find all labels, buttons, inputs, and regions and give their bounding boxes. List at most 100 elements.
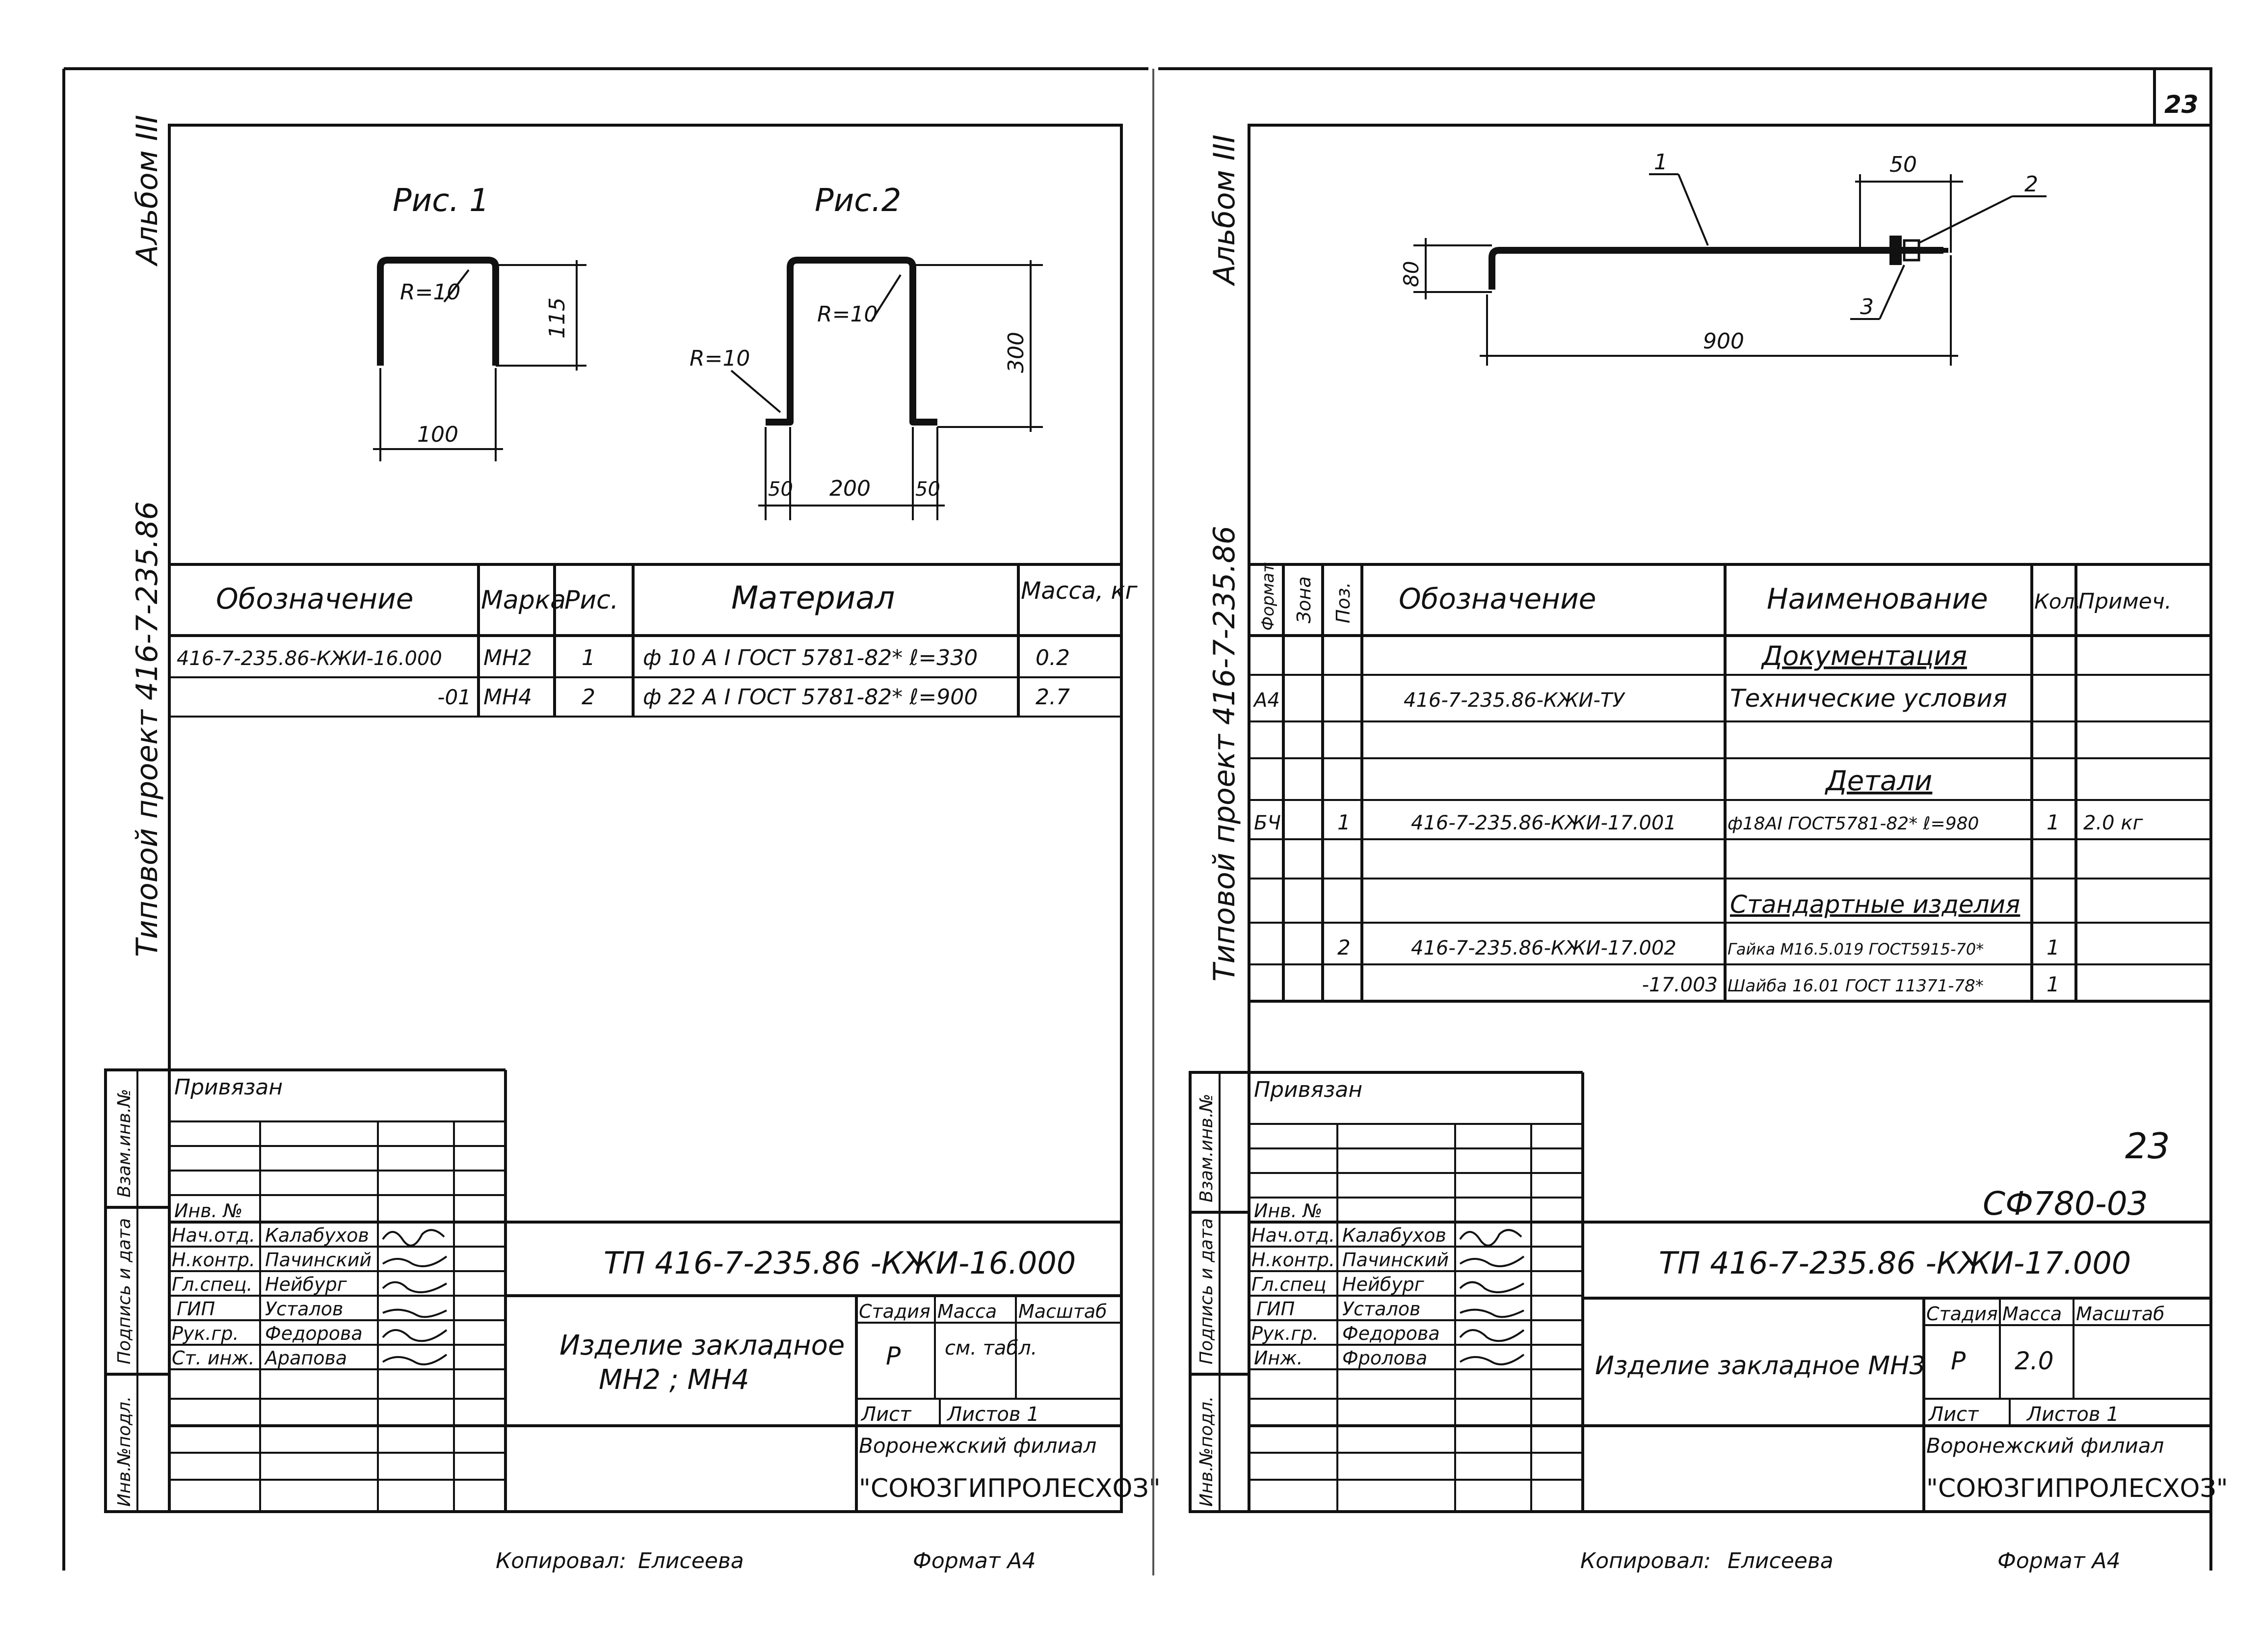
cf-code: СФ780-03: [1983, 1185, 2148, 1223]
privyazan-label: Привязан: [1254, 1077, 1362, 1102]
side-label: Подпись и дата: [1196, 1218, 1217, 1364]
cell-designation: -01: [437, 685, 471, 709]
cell-fig: 1: [582, 645, 595, 670]
cell-mass: 2.7: [1036, 685, 1070, 710]
cell-fig: 2: [582, 685, 595, 710]
album-label: Альбом III: [130, 115, 164, 267]
cell-material: ф 22 А I ГОСТ 5781-82* ℓ=900: [643, 685, 978, 710]
fig1-bracket: [377, 257, 499, 366]
person-name: Арапова: [264, 1347, 347, 1369]
fig2-height: 300: [1004, 332, 1029, 373]
role: ГИП: [1256, 1298, 1295, 1320]
org-name: Воронежский филиал: [1926, 1434, 2164, 1458]
th-designation: Обозначение: [216, 582, 413, 615]
copier-name: Елисеева: [638, 1548, 744, 1573]
role: Н.контр.: [1251, 1249, 1335, 1271]
fig2-bracket: [766, 257, 937, 426]
role: ГИП: [177, 1298, 215, 1320]
th-pos: Поз.: [1332, 582, 1354, 623]
format-label: Формат А4: [913, 1548, 1036, 1573]
th-designation: Обозначение: [1399, 582, 1596, 615]
left-page: Альбом III Типовой проект 416-7-235.86 Р…: [62, 67, 1161, 1573]
person-name: Усталов: [1342, 1298, 1420, 1320]
inv-label: Инв. №: [174, 1200, 242, 1222]
right-title-block: Привязан 23 СФ780-03 Инв. № Нач.отд.: [1249, 1071, 2228, 1512]
signatures: [1459, 1229, 1525, 1365]
cell-mark: МН4: [483, 685, 532, 710]
fig1-title: Рис. 1: [393, 183, 489, 219]
person-name: Нейбург: [1342, 1274, 1425, 1295]
inv-label: Инв. №: [1254, 1200, 1322, 1222]
callout-3: 3: [1860, 294, 1874, 320]
project-label: Типовой проект 416-7-235.86: [1207, 526, 1242, 982]
th-note: Примеч.: [2078, 589, 2172, 614]
rod-drawing: 1 2 3 50 80 900: [1399, 150, 2047, 366]
stage-value: Р: [886, 1342, 901, 1370]
cell-name: Технические условия: [1730, 684, 2007, 713]
scale-label: Масштаб: [2076, 1303, 2165, 1325]
signatures: [382, 1229, 448, 1365]
copied-label: Копировал:: [496, 1548, 626, 1573]
th-material: Материал: [731, 580, 895, 616]
copied-label: Копировал:: [1580, 1548, 1711, 1573]
mass-label: Масса: [937, 1301, 997, 1322]
cell-designation: 416-7-235.86-КЖИ-16.000: [177, 647, 442, 670]
cell-mass: 0.2: [1036, 645, 1070, 670]
section-details: Детали: [1824, 765, 1932, 797]
dim-length: 900: [1703, 329, 1744, 354]
cell-qty: 1: [2047, 972, 2060, 996]
role: Инж.: [1254, 1347, 1303, 1369]
mass-value: см. табл.: [945, 1337, 1037, 1359]
scale-label: Масштаб: [1018, 1301, 1107, 1322]
fig1-width: 100: [417, 422, 458, 447]
th-name: Наименование: [1767, 582, 1988, 615]
doc-code: ТП 416-7-235.86 -КЖИ-16.000: [604, 1245, 1076, 1281]
dim-left: 80: [1399, 261, 1423, 287]
person-name: Калабухов: [1342, 1225, 1446, 1246]
person-name: Нейбург: [265, 1274, 347, 1295]
cell-format: БЧ: [1254, 812, 1281, 834]
role: Гл.спец.: [172, 1274, 253, 1295]
th-qty: Кол.: [2034, 589, 2081, 613]
left-spec-table: Обозначение Марка Рис. Материал Масса, к…: [169, 563, 1138, 718]
org-name-2: "СОЮЗГИПРОЛЕСХОЗ": [859, 1474, 1161, 1503]
fig2-title: Рис.2: [815, 183, 901, 219]
role: Рук.гр.: [172, 1323, 239, 1344]
role: Гл.спец: [1251, 1274, 1327, 1295]
project-label: Типовой проект 416-7-235.86: [130, 501, 164, 957]
fig2-radius-bottom: R=10: [690, 346, 750, 371]
cell-qty: 1: [2047, 935, 2060, 959]
mass-label: Масса: [2002, 1303, 2062, 1325]
cell-name: ф18АI ГОСТ5781-82* ℓ=980: [1728, 814, 1979, 834]
person-name: Пачинский: [1342, 1249, 1449, 1271]
mass-value: 2.0: [2015, 1347, 2054, 1375]
privyazan-label: Привязан: [174, 1075, 283, 1100]
role: Нач.отд.: [1251, 1225, 1335, 1246]
stage-value: Р: [1951, 1347, 1966, 1375]
th-mark: Марка: [481, 586, 566, 615]
sheet-label: Лист: [1928, 1403, 1979, 1426]
left-title-block: Привязан Инв. № Нач.отд. Н.контр. Гл.спе…: [169, 1068, 1161, 1512]
th-zone: Зона: [1293, 576, 1315, 623]
role: Н.контр.: [172, 1249, 255, 1271]
org-name: Воронежский филиал: [859, 1434, 1096, 1458]
cell-name: Шайба 16.01 ГОСТ 11371-78*: [1728, 976, 1984, 996]
page-number: 23: [2164, 90, 2199, 119]
person-name: Пачинский: [265, 1249, 372, 1271]
item-marks: МН2 ; МН4: [599, 1364, 749, 1396]
org-name-2: "СОЮЗГИПРОЛЕСХОЗ": [1926, 1474, 2228, 1503]
side-label: Взам.инв.№: [1196, 1093, 1217, 1202]
sheets-label: Листов 1: [2026, 1403, 2119, 1426]
cell-designation: 416-7-235.86-КЖИ-17.001: [1411, 812, 1676, 834]
cell-format: А4: [1252, 689, 1280, 712]
sheet-label: Лист: [860, 1403, 912, 1426]
callout-2: 2: [2024, 172, 2038, 197]
th-format: Формат: [1258, 562, 1278, 631]
album-label: Альбом III: [1207, 134, 1242, 287]
role: Рук.гр.: [1251, 1323, 1319, 1344]
fig2-d2: 200: [829, 476, 871, 501]
right-side-strip: Взам.инв.№ Подпись и дата Инв.№подл.: [1189, 1071, 1250, 1513]
th-fig: Рис.: [564, 586, 618, 615]
side-label: Инв.№подл.: [114, 1396, 134, 1507]
